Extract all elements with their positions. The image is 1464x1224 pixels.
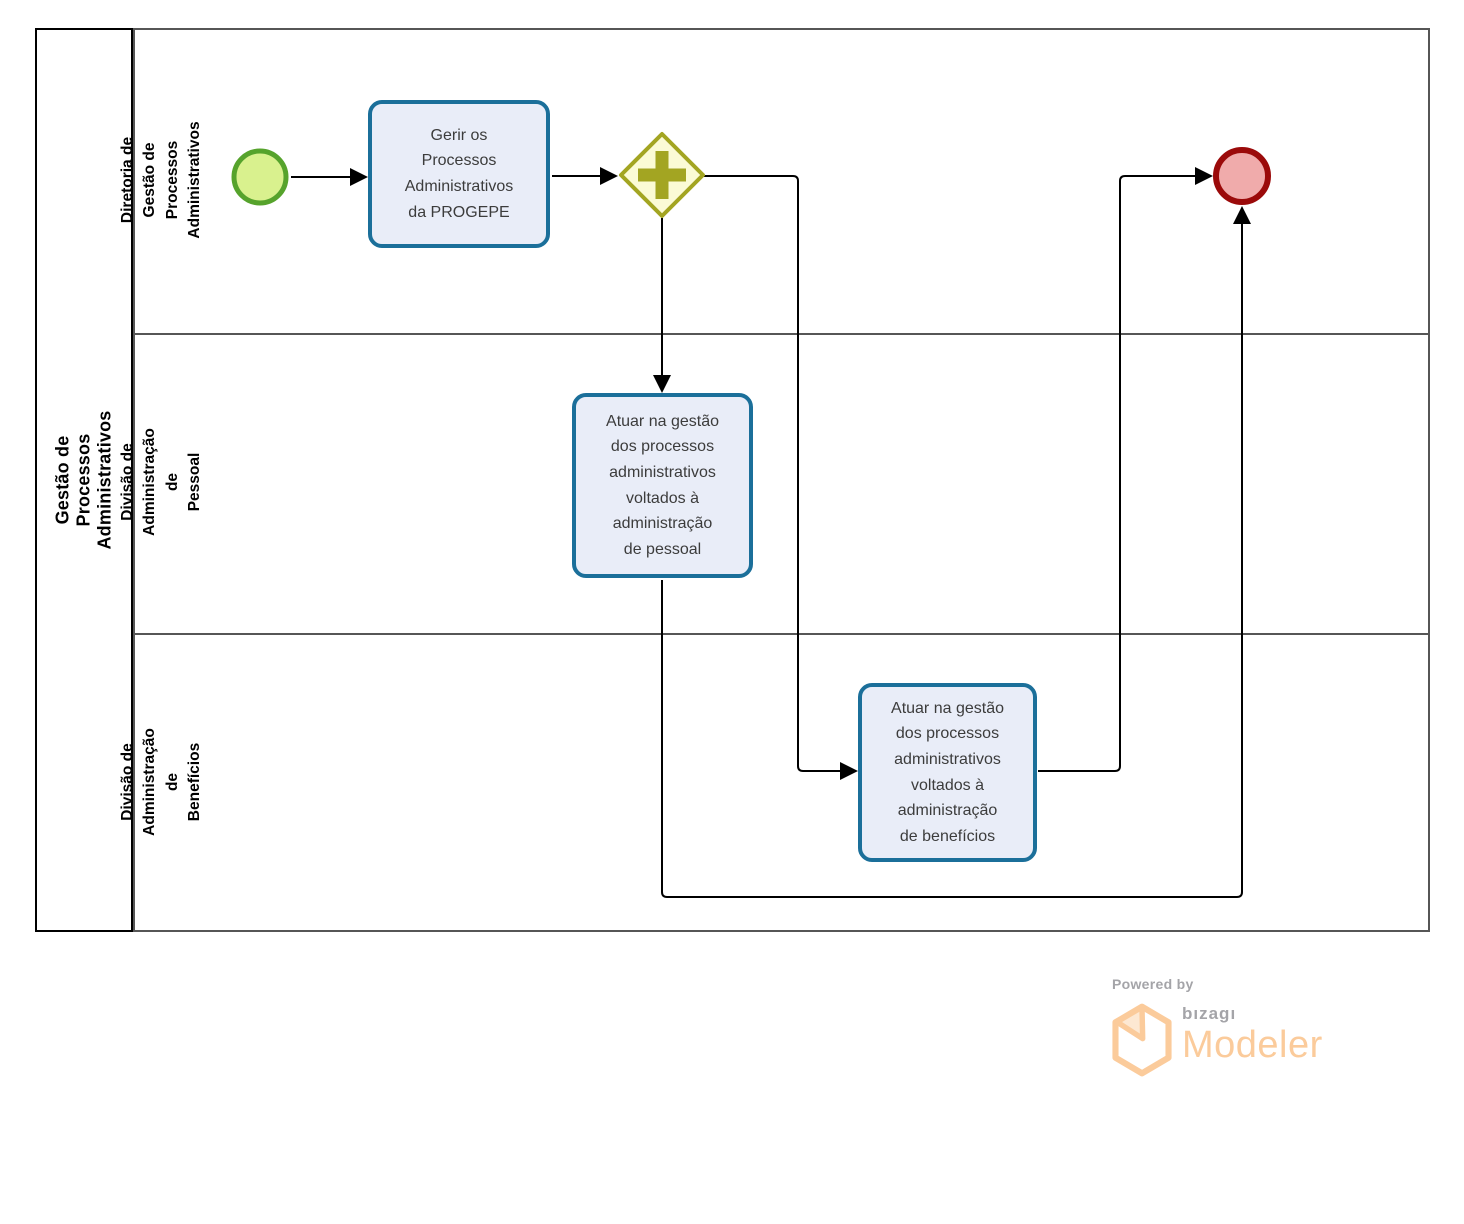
- bizagi-logo: Powered by bızagı Modeler: [1108, 976, 1323, 1078]
- task-gestao-pessoal: Atuar na gestão dos processos administra…: [572, 393, 753, 578]
- lane-administracao-beneficios: [135, 633, 1428, 930]
- pool-header: [35, 28, 133, 932]
- lane-administracao-pessoal: [135, 333, 1428, 633]
- lane-container: [133, 28, 1430, 932]
- bizagi-wordmark: bızagı: [1182, 1004, 1237, 1023]
- task-gerir-processos: Gerir os Processos Administrativos da PR…: [368, 100, 550, 248]
- flow-beneficios-to-end: [1038, 167, 1213, 772]
- modeler-wordmark: Modeler: [1182, 1024, 1323, 1066]
- end-event: [1213, 147, 1271, 205]
- flow-pessoal-to-end: [661, 206, 1251, 898]
- gateway-plus-icon: [638, 151, 686, 199]
- bizagi-hexagon-icon: [1112, 1003, 1172, 1077]
- start-event: [231, 148, 289, 206]
- task-gerir-processos-label: Gerir os Processos Administrativos da PR…: [404, 126, 514, 221]
- flow-gateway-to-beneficios: [704, 175, 858, 780]
- task-gestao-pessoal-label: Atuar na gestão dos processos administra…: [606, 412, 719, 558]
- task-gestao-beneficios: Atuar na gestão dos processos administra…: [858, 683, 1037, 862]
- task-gestao-beneficios-label: Atuar na gestão dos processos administra…: [891, 699, 1004, 845]
- powered-by-text: Powered by: [1112, 976, 1194, 992]
